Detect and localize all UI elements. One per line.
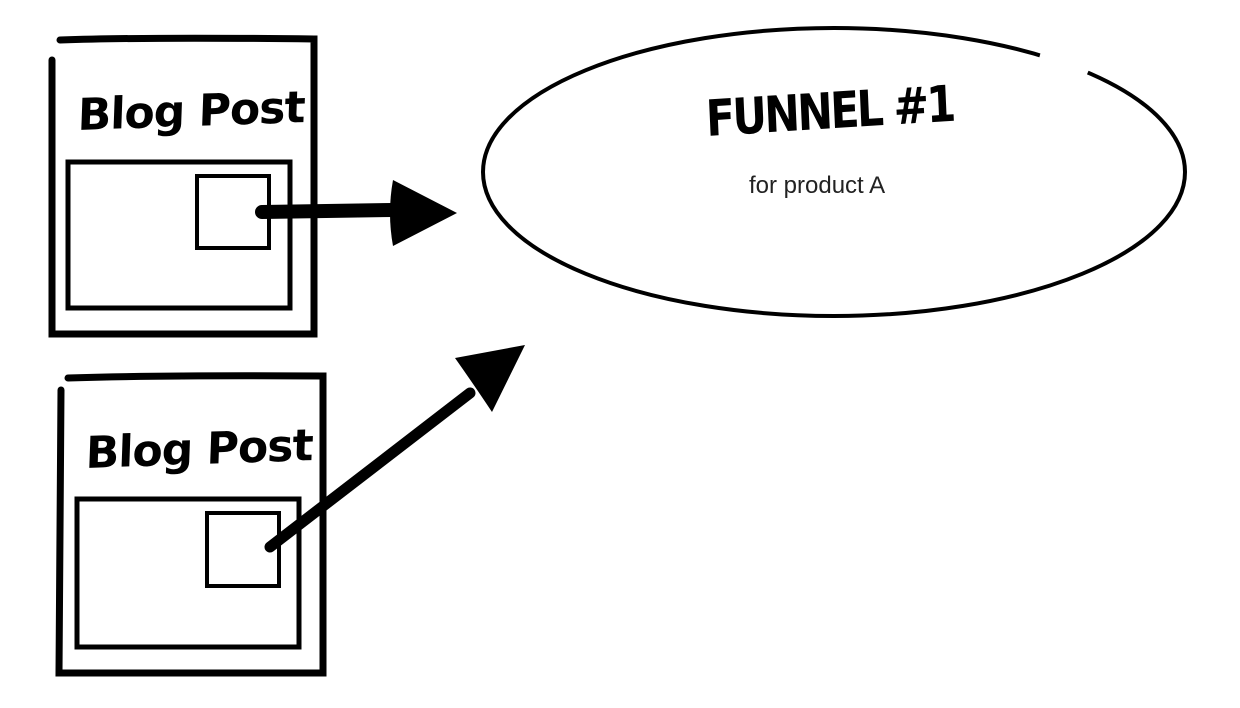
blog-post-card-1[interactable] <box>48 34 318 338</box>
blog-post-1-title: Blog Post <box>76 82 306 141</box>
blog-post-1-outer-frame <box>48 34 318 338</box>
blog-post-2-title: Blog Post <box>84 420 314 479</box>
funnel-subtitle: for product A <box>749 172 886 199</box>
funnel-ellipse-gap <box>1038 51 1090 76</box>
blog-post-2-outer-frame <box>55 372 327 677</box>
funnel-ellipse <box>481 26 1187 318</box>
blog-post-2-content-box <box>74 496 302 650</box>
funnel-node[interactable] <box>481 26 1187 318</box>
blog-post-1-content-box <box>65 159 293 311</box>
blog-post-card-2[interactable] <box>55 372 327 677</box>
arrow-1-head <box>390 180 457 246</box>
arrow-1-shaft <box>255 203 399 219</box>
blog-post-2-cta-box <box>205 511 281 588</box>
arrow-2-head <box>455 345 525 412</box>
arrow-blog-post-1-to-funnel <box>255 180 457 246</box>
arrow-blog-post-2-to-funnel <box>264 345 525 553</box>
arrow-2-shaft <box>264 387 476 553</box>
